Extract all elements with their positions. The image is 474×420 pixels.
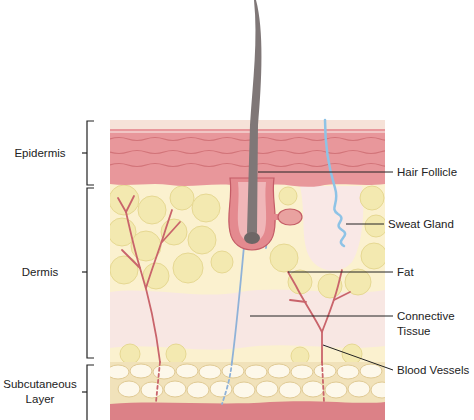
- subcutaneous-cells-part: [164, 381, 186, 397]
- blood-vessels-part: [322, 362, 324, 402]
- blood-vessels-part: [122, 250, 140, 268]
- gland-region: [300, 186, 363, 271]
- blood-vessels-part: [126, 212, 160, 362]
- subcutaneous-cells-part: [245, 365, 267, 379]
- subcutaneous-cells-part: [153, 365, 175, 379]
- sebaceous-gland: [278, 209, 302, 225]
- layer-brackets: [82, 121, 94, 420]
- layer-label: Epidermis: [0, 146, 80, 161]
- leader-lines-part: [258, 172, 393, 173]
- fat-cells-part: [365, 215, 385, 237]
- blood-vessels-part: [288, 272, 322, 362]
- subcutaneous-cells-part: [176, 364, 198, 378]
- fat-cells-part: [270, 244, 298, 272]
- subcutaneous-cells-part: [268, 364, 290, 378]
- leader-lines-part: [250, 316, 393, 317]
- fat-cells-part: [361, 243, 385, 269]
- nerve-fibres-part: [232, 246, 244, 362]
- subcutaneous-cells-part: [325, 382, 347, 398]
- fat-cells-part: [110, 185, 139, 215]
- subcutaneous-cells-part: [360, 364, 382, 378]
- leader-lines-part: [288, 272, 393, 273]
- part-label: Fat: [397, 265, 472, 280]
- leader-lines: [250, 172, 393, 370]
- hair-shaft: [247, 0, 262, 238]
- stratum-corneum: [110, 120, 385, 129]
- fat-cells-part: [173, 253, 203, 283]
- subcutaneous-cells-part: [110, 365, 129, 379]
- subcutaneous-cells-part: [130, 364, 152, 378]
- subcutaneous-cells-part: [256, 381, 278, 397]
- layer-brackets-part: [87, 365, 94, 420]
- fat-cells-part: [211, 251, 233, 273]
- subcutaneous-cells-part: [187, 382, 209, 398]
- subcutaneous-cells-part: [302, 381, 324, 397]
- subcutaneous-cells-part: [118, 381, 140, 397]
- fat-cells-part: [188, 226, 216, 254]
- leader-lines-part: [323, 345, 393, 370]
- subcutaneous-cells: [110, 364, 385, 398]
- connective-band: [110, 289, 385, 349]
- fat-cells-part: [345, 269, 371, 295]
- blood-vessels-part: [334, 292, 350, 300]
- fat-cells-part: [110, 256, 138, 284]
- epidermis-line: [110, 131, 385, 133]
- nerve-fibres-part: [222, 362, 232, 404]
- fat-cells-part: [138, 196, 166, 224]
- subcutaneous-cells-part: [348, 381, 370, 397]
- layer-label: Subcutaneous Layer: [0, 377, 80, 407]
- fat-cells-part: [279, 187, 297, 205]
- fat-cells-part: [192, 194, 220, 222]
- layer-label: Dermis: [0, 265, 80, 280]
- subcutaneous-cells-part: [141, 382, 163, 398]
- fat-cells-part: [342, 344, 362, 364]
- subcutaneous-ground: [110, 362, 385, 404]
- layer-brackets-part: [87, 188, 94, 358]
- part-label: Sweat Gland: [388, 217, 472, 232]
- fat-cells-part: [360, 186, 384, 210]
- layer-brackets-part: [82, 271, 87, 272]
- epidermis-strata-part: [110, 138, 385, 141]
- layer-brackets-part: [82, 152, 87, 153]
- subcutaneous-cells-part: [291, 365, 313, 379]
- leader-lines-part: [346, 224, 384, 225]
- subcutaneous-cells-part: [222, 364, 244, 378]
- epidermis-strata-part: [110, 151, 385, 154]
- hair-bulb: [244, 232, 260, 244]
- layer-brackets-part: [87, 121, 94, 185]
- blood-vessels-part: [118, 198, 126, 212]
- fat-cells-part: [166, 344, 186, 364]
- blood-vessels-part: [322, 270, 342, 332]
- part-label: Hair Follicle: [397, 165, 472, 180]
- sweat-gland-duct: [325, 120, 345, 246]
- subcutaneous-cells-part: [233, 382, 255, 398]
- blood-vessels-part: [162, 222, 180, 242]
- bottom-band: [110, 401, 385, 420]
- subcutaneous-cells-part: [371, 382, 385, 398]
- dermis-ground: [110, 183, 385, 365]
- part-label: Connective Tissue: [397, 309, 471, 339]
- subcutaneous-cells-part: [199, 365, 221, 379]
- part-label: Blood Vessels: [397, 363, 472, 378]
- blood-vessels-part: [126, 196, 134, 212]
- epidermis-strata-part: [110, 164, 385, 167]
- fat-cells-part: [120, 344, 140, 364]
- subcutaneous-cells-part: [314, 364, 336, 378]
- layer-brackets-part: [82, 391, 87, 392]
- subcutaneous-cells-part: [337, 365, 359, 379]
- blood-vessels-part: [290, 300, 306, 302]
- blood-vessels-part: [156, 362, 160, 402]
- fat-cells-part: [288, 270, 312, 294]
- epidermis-strata: [110, 138, 385, 167]
- subcutaneous-cells-part: [279, 382, 301, 398]
- blood-vessels-part: [146, 210, 172, 288]
- skin-section: [110, 0, 385, 420]
- fat-cells-part: [170, 186, 194, 210]
